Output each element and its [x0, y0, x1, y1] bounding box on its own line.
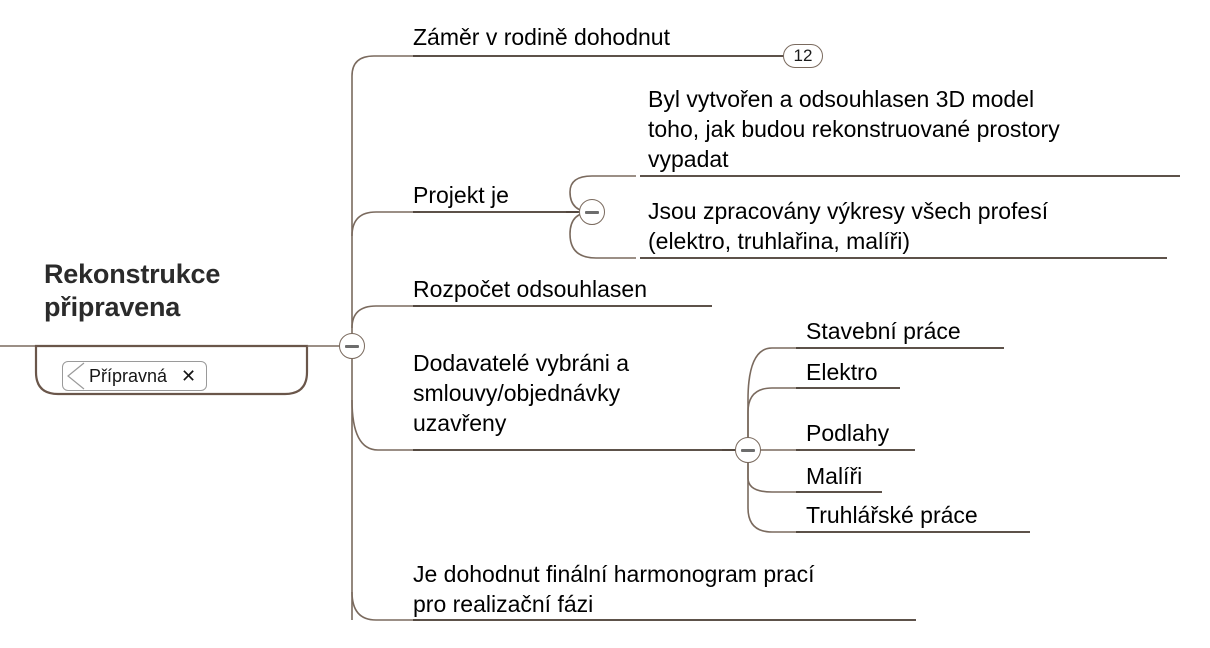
count-badge-zamer[interactable]: 12	[783, 44, 823, 68]
branch-line-rozpocet	[351, 305, 420, 329]
node-label-zamer[interactable]: Záměr v rodině dohodnut	[413, 24, 670, 50]
node-label-vykresy[interactable]: Jsou zpracovány výkresy všech profesí (e…	[648, 198, 1049, 254]
root-title: Rekonstrukce připravena	[44, 259, 221, 322]
branch-line-dodavatele	[351, 399, 420, 451]
branch-line-projekt	[351, 211, 420, 237]
tag-arrow-icon	[67, 362, 85, 390]
node-label-stavebni[interactable]: Stavební práce	[806, 318, 961, 344]
node-label-projekt[interactable]: Projekt je	[413, 182, 509, 208]
branch-line-harmonogram	[351, 591, 420, 621]
node-label-elektro[interactable]: Elektro	[806, 359, 878, 385]
tag-close-icon[interactable]: ✕	[181, 366, 197, 386]
node-label-dodavatele[interactable]: Dodavatelé vybráni a smlouvy/objednávky …	[413, 350, 630, 436]
collapse-button-projekt[interactable]	[579, 199, 605, 225]
node-label-model3d[interactable]: Byl vytvořen a odsouhlasen 3D model toho…	[648, 86, 1060, 172]
node-label-truhlarske[interactable]: Truhlářské práce	[806, 502, 978, 528]
branch-line-zamer	[351, 55, 420, 77]
node-label-podlahy[interactable]: Podlahy	[806, 420, 890, 446]
root-tag-label: Přípravná	[89, 366, 168, 386]
subbranch-line-truhlarske	[747, 449, 800, 533]
node-label-rozpocet[interactable]: Rozpočet odsouhlasen	[413, 276, 647, 302]
root-tag-chip[interactable]: Přípravná ✕	[62, 361, 208, 391]
subbranch-line-stavebni	[747, 347, 800, 451]
node-label-maliri[interactable]: Malíři	[806, 463, 863, 489]
node-label-harmonogram[interactable]: Je dohodnut finální harmonogram prací pr…	[413, 561, 815, 617]
collapse-button-root[interactable]	[339, 333, 365, 359]
collapse-button-dodavatele[interactable]	[735, 437, 761, 463]
